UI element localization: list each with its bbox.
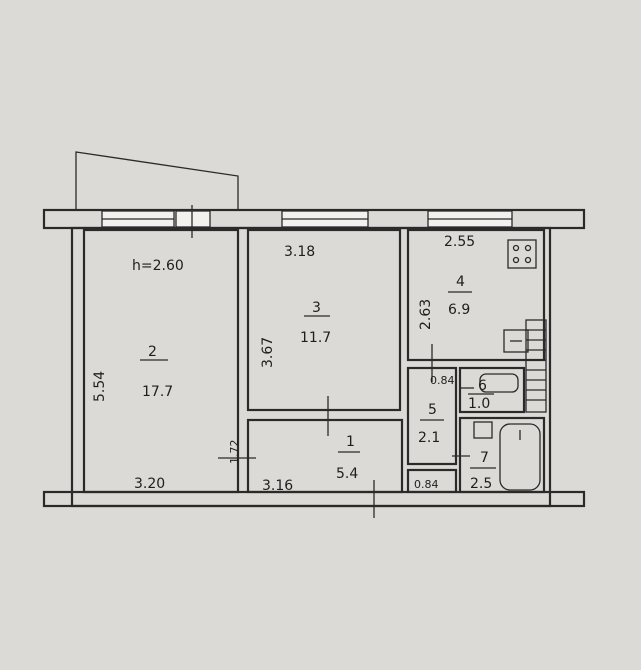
room-5-area: 2.1	[418, 430, 440, 446]
room-6-number: 6	[478, 378, 487, 394]
balcony-door	[175, 210, 211, 228]
room-3-number: 3	[312, 300, 321, 316]
dim-room2-width: 3.20	[134, 476, 165, 492]
room-7-area: 2.5	[470, 476, 492, 492]
bottom-wall	[42, 490, 586, 508]
sink-icon	[503, 329, 529, 353]
room-6-area: 1.0	[468, 396, 490, 412]
bathtub-icon	[499, 423, 541, 491]
stove-icon	[507, 239, 537, 269]
room-3	[246, 228, 402, 412]
balcony	[75, 151, 239, 211]
room-6	[458, 366, 526, 414]
dim-room4-width: 2.55	[444, 234, 475, 250]
dim-wc-width: 0.84	[430, 374, 455, 387]
dim-room4-length: 2.63	[418, 299, 434, 330]
room-7	[458, 416, 546, 494]
dim-room3-width: 3.18	[284, 244, 315, 260]
room-4	[406, 228, 546, 362]
room-1	[246, 418, 404, 494]
room-1-area: 5.4	[336, 466, 358, 482]
room-5-number: 5	[428, 402, 437, 418]
room-2-area: 17.7	[142, 384, 173, 400]
room-2	[82, 228, 240, 494]
dim-hall-depth: 1.72	[228, 440, 241, 465]
dim-room2-length: 5.54	[92, 371, 108, 402]
dim-closet-width: 0.84	[414, 478, 439, 491]
closet	[406, 468, 458, 494]
washbasin-icon	[473, 421, 493, 439]
room-3-area: 11.7	[300, 330, 331, 346]
room-7-number: 7	[480, 450, 489, 466]
toilet-icon	[479, 373, 519, 393]
ceiling-height: h=2.60	[132, 258, 184, 274]
room-4-number: 4	[456, 274, 465, 290]
room-1-number: 1	[346, 434, 355, 450]
room-4-area: 6.9	[448, 302, 470, 318]
dim-room3-length: 3.67	[260, 337, 276, 368]
vent-shaft-icon	[525, 319, 547, 413]
room-2-number: 2	[148, 344, 157, 360]
dim-hall-width: 3.16	[262, 478, 293, 494]
